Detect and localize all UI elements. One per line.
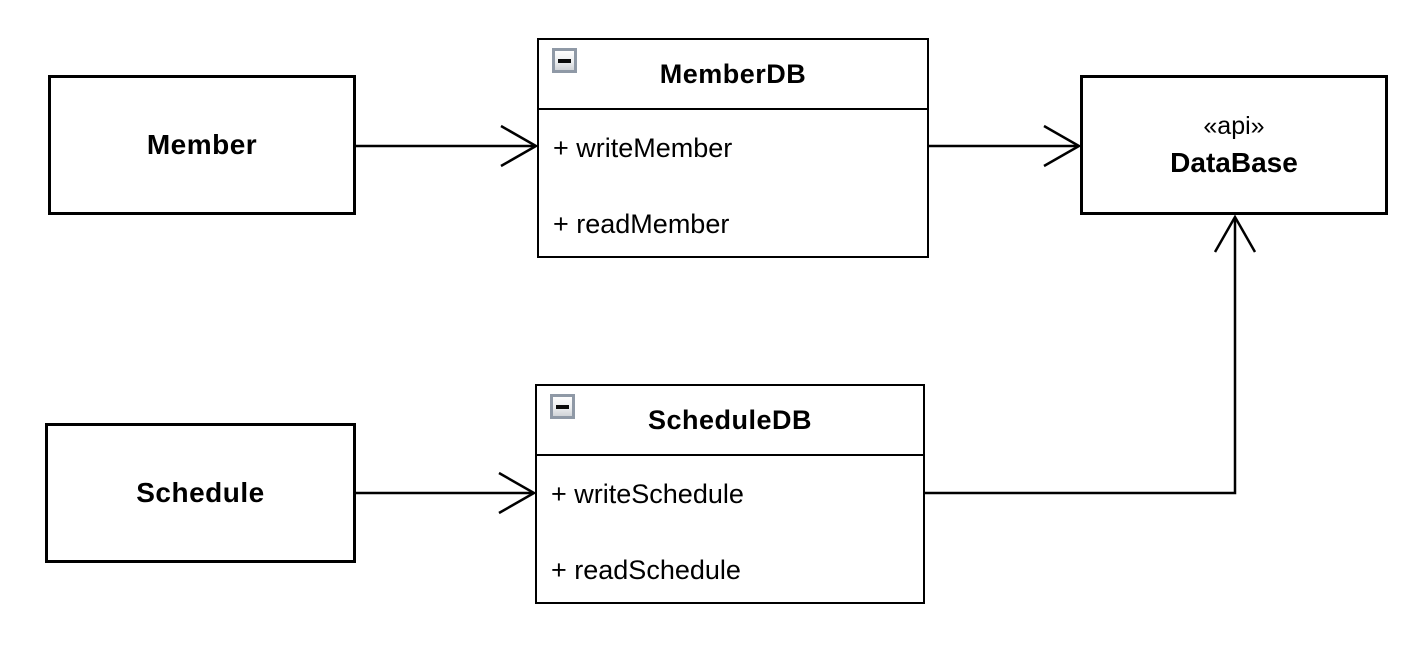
node-database-label: DataBase [1170, 147, 1298, 178]
node-scheduledb[interactable]: ScheduleDB + writeSchedule + readSchedul… [535, 384, 925, 604]
method-read-member: + readMember [553, 209, 730, 239]
edge-memberdb-to-database[interactable] [929, 124, 1082, 168]
node-schedule[interactable]: Schedule [45, 423, 356, 563]
node-scheduledb-title: ScheduleDB [647, 404, 813, 435]
method-read-schedule: + readSchedule [551, 555, 741, 585]
node-memberdb-body: + writeMember + readMember [539, 110, 927, 238]
minus-glyph [556, 404, 569, 409]
edge-member-to-memberdb[interactable] [356, 124, 539, 168]
node-scheduledb-header: ScheduleDB [537, 386, 923, 456]
node-scheduledb-body: + writeSchedule + readSchedule [537, 456, 923, 584]
node-memberdb[interactable]: MemberDB + writeMember + readMember [537, 38, 929, 258]
edge-scheduledb-to-database[interactable] [925, 214, 1257, 495]
node-memberdb-title: MemberDB [659, 58, 807, 89]
collapse-minus-icon[interactable] [552, 48, 577, 73]
node-member-label: Member [146, 129, 258, 160]
collapse-minus-icon[interactable] [550, 394, 575, 419]
edge-schedule-to-scheduledb[interactable] [356, 471, 537, 515]
method-write-member: + writeMember [553, 133, 733, 163]
node-database-stereotype: «api» [1203, 112, 1265, 140]
method-write-schedule: + writeSchedule [551, 479, 744, 509]
node-database[interactable]: «api» DataBase [1080, 75, 1388, 215]
node-memberdb-header: MemberDB [539, 40, 927, 110]
node-member[interactable]: Member [48, 75, 356, 215]
node-schedule-label: Schedule [136, 477, 265, 508]
minus-glyph [558, 58, 571, 63]
